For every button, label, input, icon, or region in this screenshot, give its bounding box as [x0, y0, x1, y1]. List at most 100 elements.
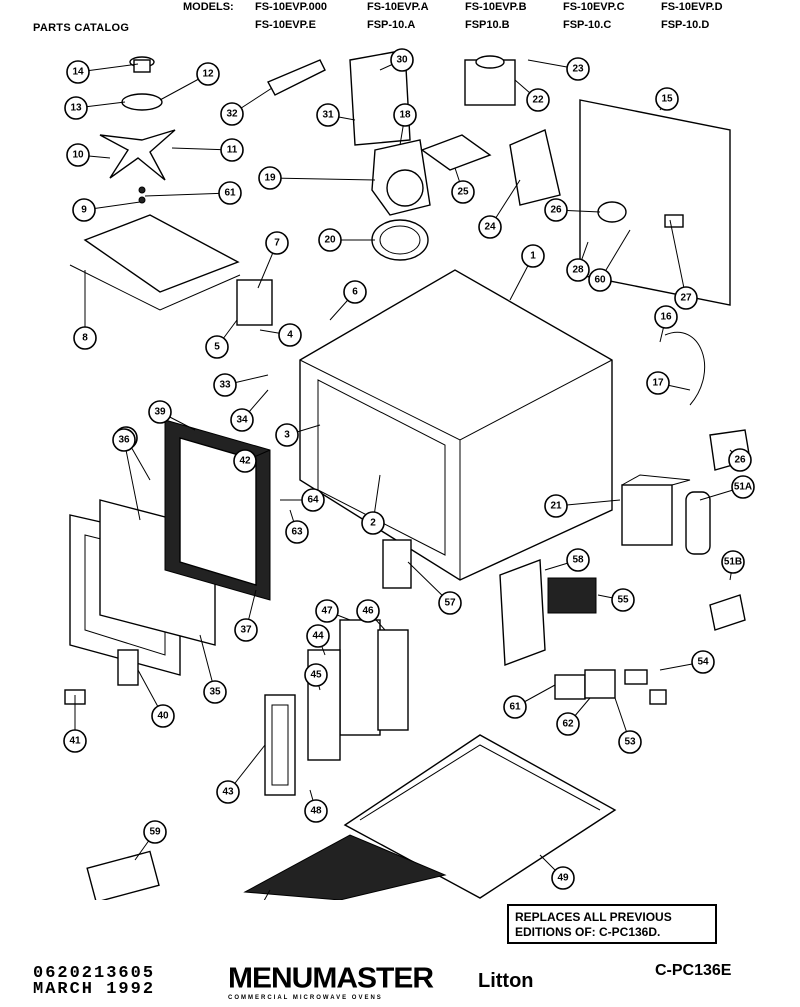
supersedes-notice: REPLACES ALL PREVIOUS EDITIONS OF: C-PC1…	[507, 904, 717, 944]
callout-label: 47	[321, 606, 333, 617]
callout-circle	[196, 62, 220, 86]
callout-label: 24	[484, 222, 496, 233]
document-date: MARCH 1992	[33, 980, 156, 999]
callout-label: 6	[352, 287, 358, 298]
callout-circle	[275, 423, 299, 447]
callout-label: 43	[222, 787, 234, 798]
model-code: FSP10.B	[465, 19, 510, 31]
callout-circle	[66, 143, 90, 167]
callout-62: 62	[556, 697, 591, 736]
model-code: FS-10EVP.E	[255, 19, 316, 31]
callout-label: 55	[617, 595, 629, 606]
callout-circle	[220, 102, 244, 126]
callout-13: 13	[64, 96, 126, 120]
callout-37: 37	[234, 589, 258, 642]
model-code: FSP-10.A	[367, 19, 416, 31]
callout-circle	[438, 591, 462, 615]
callout-label: 27	[680, 293, 692, 304]
callout-label: 7	[274, 238, 280, 249]
document-number: 0620213605	[33, 964, 156, 983]
callout-57: 57	[407, 561, 462, 615]
callout-circle	[66, 60, 90, 84]
callout-40: 40	[137, 669, 175, 728]
litton-logo: Litton	[478, 970, 534, 992]
callout-circle	[301, 488, 325, 512]
callout-label: 23	[572, 64, 584, 75]
callout-circle	[478, 215, 502, 239]
callout-22: 22	[514, 79, 550, 112]
callout-circle	[258, 166, 282, 190]
callout-circle	[318, 228, 342, 252]
callout-51A: 51A	[699, 475, 755, 501]
callout-43: 43	[216, 744, 266, 804]
callout-1: 1	[509, 244, 545, 301]
callout-circle	[655, 87, 679, 111]
document-info: 0620213605 MARCH 1992	[33, 964, 156, 999]
callout-label: 51A	[734, 482, 752, 493]
callout-41: 41	[63, 695, 87, 753]
callout-label: 54	[697, 657, 709, 668]
callout-leader-line	[263, 889, 271, 900]
callout-circle	[148, 400, 172, 424]
callout-23: 23	[527, 57, 590, 81]
callout-16: 16	[654, 305, 678, 343]
callout-circle	[306, 624, 330, 648]
callout-60: 60	[588, 229, 631, 292]
callout-27: 27	[669, 219, 698, 310]
callout-63: 63	[285, 509, 309, 544]
callout-circle	[721, 550, 745, 574]
callout-label: 3	[284, 430, 290, 441]
menumaster-tagline: COMMERCIAL MICROWAVE OVENS	[228, 995, 383, 1001]
callout-circle	[216, 780, 240, 804]
callout-18: 18	[393, 103, 417, 146]
callout-label: 2	[370, 518, 376, 529]
callout-circle	[646, 371, 670, 395]
callout-54: 54	[659, 650, 715, 674]
callout-24: 24	[478, 179, 521, 239]
model-code: FS-10EVP.D	[661, 1, 723, 13]
callout-circle	[611, 588, 635, 612]
callout-circle	[654, 305, 678, 329]
callout-label: 25	[457, 187, 469, 198]
callout-42: 42	[233, 449, 271, 473]
callout-label: 60	[594, 275, 606, 286]
callout-label: 8	[82, 333, 88, 344]
models-list: FS-10EVP.000 FS-10EVP.A FS-10EVP.B FS-10…	[255, 1, 761, 31]
callout-17: 17	[646, 371, 691, 395]
callout-31: 31	[316, 103, 356, 127]
callout-20: 20	[318, 228, 375, 252]
callout-circle	[343, 280, 367, 304]
callout-45: 45	[304, 663, 328, 691]
model-code: FS-10EVP.B	[465, 1, 527, 13]
callout-49: 49	[539, 854, 575, 890]
callout-label: 42	[239, 456, 251, 467]
callout-25: 25	[451, 167, 475, 204]
callout-circle	[304, 663, 328, 687]
callout-circle	[213, 373, 237, 397]
callout-circle	[503, 695, 527, 719]
callout-label: 16	[660, 312, 672, 323]
callout-9: 9	[72, 198, 141, 222]
callout-3: 3	[275, 423, 321, 447]
model-code: FS-10EVP.C	[563, 1, 625, 13]
model-code: FS-10EVP.A	[367, 1, 429, 13]
callout-circle	[278, 323, 302, 347]
callout-circle	[551, 866, 575, 890]
callout-label: 36	[118, 435, 130, 446]
callout-58: 58	[544, 548, 590, 572]
callout-circle	[205, 335, 229, 359]
callout-label: 13	[70, 103, 82, 114]
callout-circle	[618, 730, 642, 754]
callout-circle	[315, 599, 339, 623]
callout-circle	[234, 618, 258, 642]
callout-label: 15	[661, 94, 673, 105]
callout-label: 62	[562, 719, 574, 730]
callout-circle	[451, 180, 475, 204]
callout-circle	[64, 96, 88, 120]
callout-64: 64	[280, 488, 325, 512]
callout-label: 34	[236, 415, 248, 426]
callout-circle	[566, 548, 590, 572]
menumaster-logo: MENUMASTER	[228, 962, 434, 995]
callout-label: 28	[572, 265, 584, 276]
callout-50: 50	[263, 889, 271, 900]
